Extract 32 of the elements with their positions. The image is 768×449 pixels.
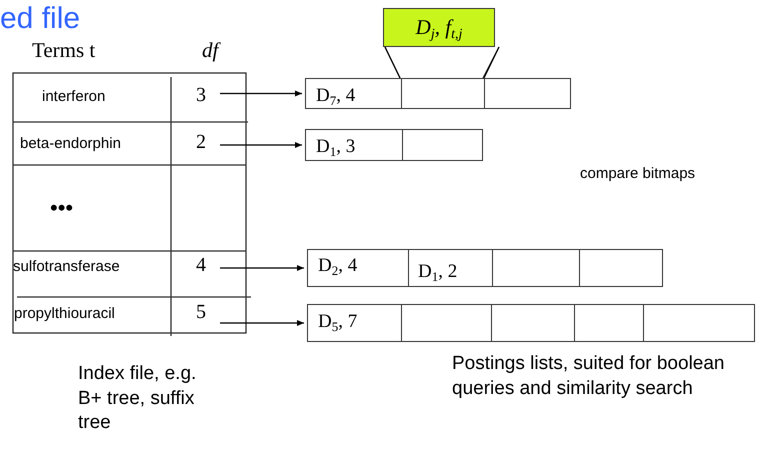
title: ed file — [0, 2, 80, 35]
ellipsis: ••• — [50, 195, 74, 222]
arrow — [220, 142, 302, 148]
posting-format-box: D$_{j}$, f$_{t,j}$ — [383, 8, 495, 47]
term-text: interferon — [42, 88, 106, 106]
arrow — [220, 265, 304, 271]
document-frequency: 2 — [196, 132, 232, 158]
posting-entry: D$_{1}$, 3 — [316, 137, 356, 156]
term-text: sulfotransferase — [13, 258, 120, 276]
postings-list — [305, 78, 571, 109]
column-header: df — [202, 38, 218, 64]
postings-list — [307, 249, 663, 287]
arrow — [220, 320, 304, 326]
column-header: Terms t — [32, 38, 96, 64]
posting-entry: D$_{1}$, 2 — [418, 262, 458, 281]
zoom-line — [483, 46, 500, 78]
zoom-line — [384, 46, 401, 78]
posting-entry: D$_{2}$, 4 — [318, 256, 358, 275]
caption-text: Postings lists, suited for boolean queries and similarity search — [452, 352, 726, 401]
term-text: beta-endorphin — [20, 135, 121, 153]
postings-list — [307, 304, 755, 342]
caption-text: Index file, e.g. B+ tree, suffix tree — [78, 362, 198, 436]
posting-cell — [401, 78, 485, 110]
posting-entry: D$_{5}$, 7 — [318, 312, 358, 331]
note-text: compare bitmaps — [580, 165, 696, 183]
document-frequency: 5 — [196, 302, 232, 328]
term-text: propylthiouracil — [14, 305, 115, 323]
document-frequency: 4 — [196, 255, 232, 281]
posting-entry: D$_{7}$, 4 — [316, 86, 356, 105]
document-frequency: 3 — [196, 85, 232, 111]
postings-list — [305, 129, 483, 161]
arrow — [220, 90, 302, 96]
